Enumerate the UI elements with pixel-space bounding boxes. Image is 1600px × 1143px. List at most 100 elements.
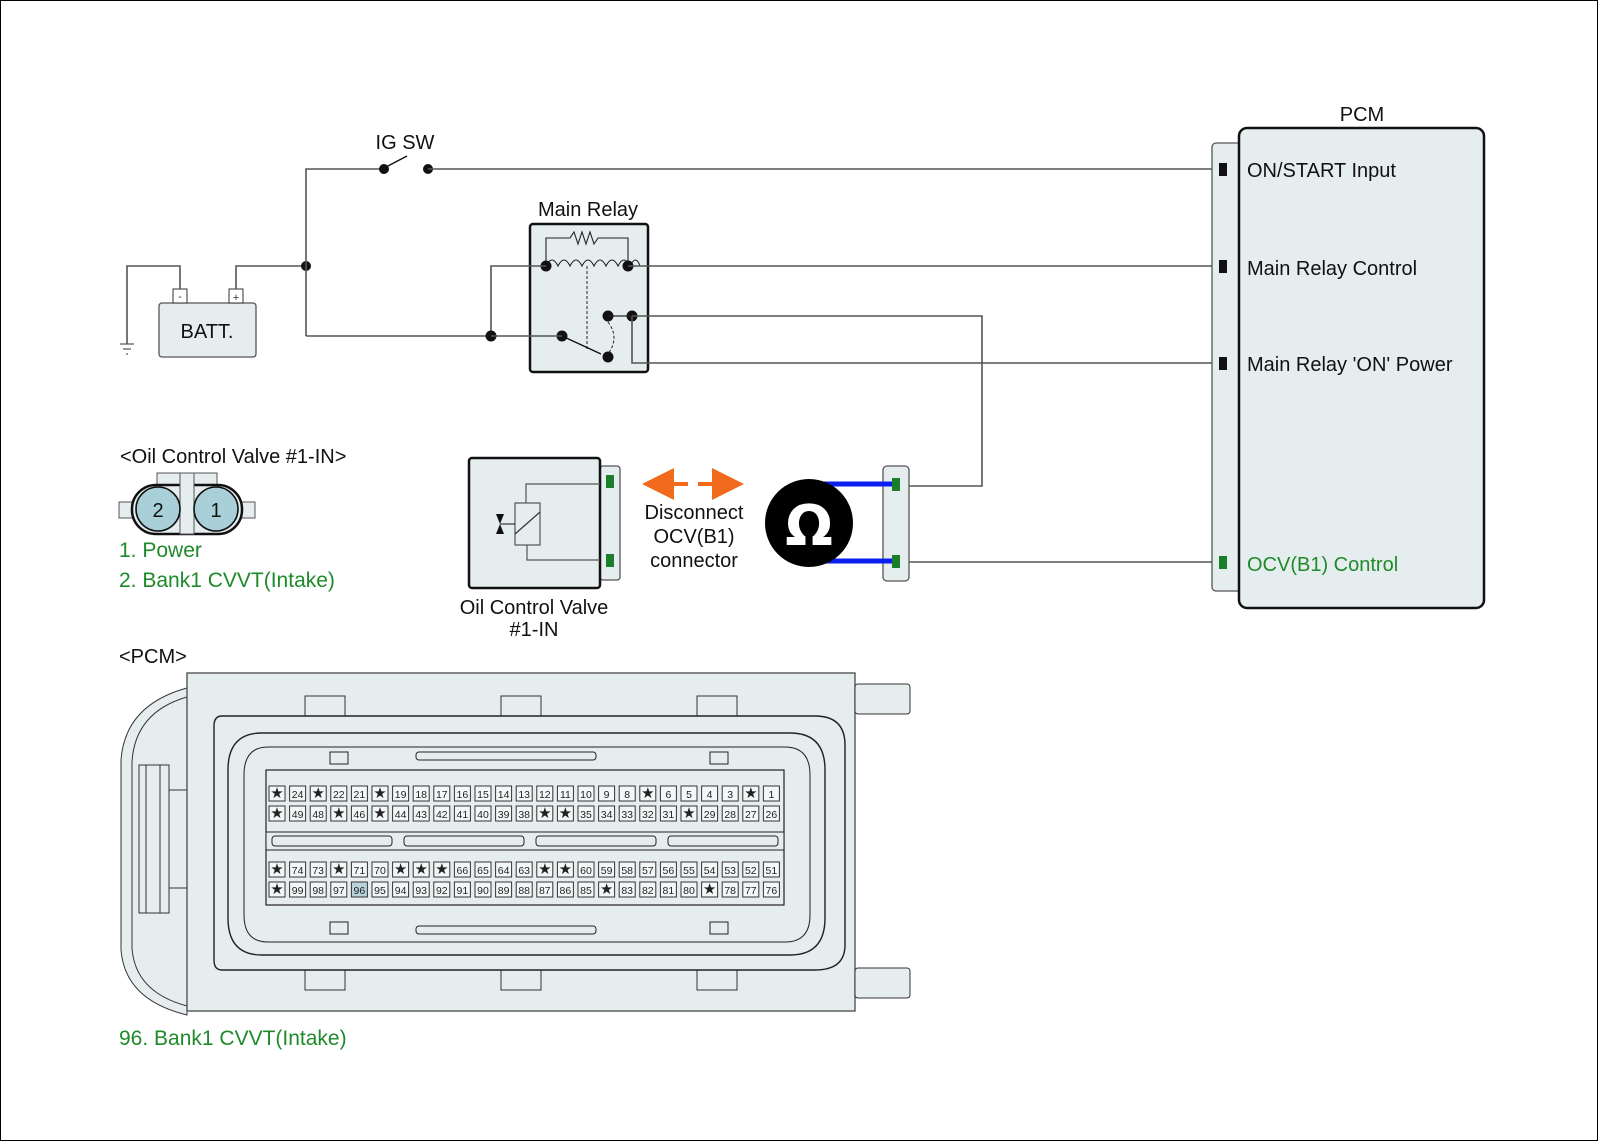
pcm-pin-number: 57 bbox=[642, 865, 654, 877]
pcm-pin-48 bbox=[309, 805, 327, 822]
pcm-pin-unused bbox=[268, 805, 286, 822]
unused-pin-star-icon: ★ bbox=[538, 861, 551, 878]
pcm-pin-35 bbox=[577, 805, 595, 822]
pcm-pin-unused bbox=[309, 785, 327, 802]
pcm-pin-number: 87 bbox=[539, 885, 551, 897]
pcm-pin-number: 39 bbox=[498, 809, 510, 821]
pcm-pin-number: 99 bbox=[292, 885, 304, 897]
pcm-pin-44 bbox=[392, 805, 410, 822]
pcm-pin-51 bbox=[762, 861, 780, 878]
ignition-switch: IG SW bbox=[376, 132, 435, 174]
pcm-pin-58 bbox=[618, 861, 636, 878]
pcm-pin-16 bbox=[453, 785, 471, 802]
pcm-pin-number: 58 bbox=[621, 865, 633, 877]
pcm-pin-18 bbox=[412, 785, 430, 802]
ocv-pin-2: 2 bbox=[152, 500, 163, 522]
ocv-connector-title: <Oil Control Valve #1-IN> bbox=[120, 446, 346, 468]
ocv-power-wire bbox=[632, 315, 983, 487]
pcm-pin-number: 29 bbox=[704, 809, 716, 821]
pcm-pin-number: 51 bbox=[766, 865, 778, 877]
pcm-pin-1 bbox=[762, 785, 780, 802]
pcm-pin-81 bbox=[659, 881, 677, 898]
pcm-pin-71 bbox=[350, 861, 368, 878]
battery-positive-wire bbox=[235, 265, 306, 289]
unused-pin-star-icon: ★ bbox=[270, 861, 283, 878]
pcm-pin-unused bbox=[742, 785, 760, 802]
pcm-pin-92 bbox=[433, 881, 451, 898]
pcm-pin-unused bbox=[330, 805, 348, 822]
pcm-pin-6 bbox=[659, 785, 677, 802]
pcm-pin-unused bbox=[536, 805, 554, 822]
pcm-pin-unused bbox=[268, 785, 286, 802]
ohm-symbol: Ω bbox=[785, 494, 833, 559]
unused-pin-star-icon: ★ bbox=[744, 785, 757, 802]
pcm-pin-number: 86 bbox=[560, 885, 572, 897]
oil-control-valve: Oil Control Valve #1-IN bbox=[460, 456, 621, 641]
disconnect-instruction: Disconnect OCV(B1) connector bbox=[642, 468, 744, 572]
pcm-pin-number: 73 bbox=[312, 865, 324, 877]
unused-pin-star-icon: ★ bbox=[703, 881, 716, 898]
pcm-pin-number: 40 bbox=[477, 809, 489, 821]
pcm-pin-9 bbox=[598, 785, 616, 802]
battery-label: BATT. bbox=[181, 321, 234, 343]
pcm-pin-number: 91 bbox=[457, 885, 469, 897]
pcm-pin-number: 92 bbox=[436, 885, 448, 897]
pcm-pin-80 bbox=[680, 881, 698, 898]
pcm-pin-number: 81 bbox=[663, 885, 675, 897]
pcm-pin-64 bbox=[495, 861, 513, 878]
pcm-pin-32 bbox=[639, 805, 657, 822]
pcm-pin-number: 96 bbox=[354, 885, 366, 897]
pcm-pin-14 bbox=[495, 785, 513, 802]
pcm-pin-93 bbox=[412, 881, 430, 898]
ig-feed-wire bbox=[305, 168, 384, 336]
pcm-module: PCM ON/START Input Main Relay Control Ma… bbox=[1211, 104, 1486, 610]
pcm-pin-4 bbox=[701, 785, 719, 802]
pcm-pin-number: 83 bbox=[621, 885, 633, 897]
pcm-pin-number: 74 bbox=[292, 865, 304, 877]
pcm-pin-28 bbox=[721, 805, 739, 822]
pcm-pin-15 bbox=[474, 785, 492, 802]
pcm-pin-label: Main Relay 'ON' Power bbox=[1247, 354, 1453, 376]
pcm-pin bbox=[1219, 556, 1227, 569]
pcm-pin-number: 9 bbox=[604, 789, 610, 801]
pcm-pin-number: 53 bbox=[724, 865, 736, 877]
main-relay-label: Main Relay bbox=[538, 199, 638, 221]
unused-pin-star-icon: ★ bbox=[270, 881, 283, 898]
pcm-pin-94 bbox=[392, 881, 410, 898]
pcm-pin-89 bbox=[495, 881, 513, 898]
pcm-pin-number: 11 bbox=[560, 789, 571, 801]
pcm-pin-number: 5 bbox=[686, 789, 692, 801]
unused-pin-star-icon: ★ bbox=[682, 805, 695, 822]
pcm-pin-number: 22 bbox=[333, 789, 345, 801]
pcm-pin-number: 49 bbox=[292, 809, 304, 821]
pcm-pin-83 bbox=[618, 881, 636, 898]
pcm-pin-22 bbox=[330, 785, 348, 802]
pcm-pin-number: 80 bbox=[683, 885, 695, 897]
pcm-pin-label: ON/START Input bbox=[1247, 160, 1396, 182]
pcm-pin-78 bbox=[721, 881, 739, 898]
pcm-pin-42 bbox=[433, 805, 451, 822]
battery-negative-terminal: - bbox=[178, 291, 182, 303]
pcm-pin-number: 33 bbox=[621, 809, 633, 821]
pcm-pin-label: Main Relay Control bbox=[1247, 258, 1417, 280]
pcm-pin-unused bbox=[639, 785, 657, 802]
pcm-pin-unused bbox=[536, 861, 554, 878]
pcm-pin-number: 3 bbox=[727, 789, 733, 801]
pcm-pin-31 bbox=[659, 805, 677, 822]
relay-on-power-wire bbox=[631, 316, 1222, 364]
pcm-pin-unused bbox=[598, 881, 616, 898]
pcm-pin-number: 27 bbox=[745, 809, 757, 821]
pcm-pin-number: 41 bbox=[457, 809, 469, 821]
pcm-pin-number: 44 bbox=[395, 809, 407, 821]
pcm-pin-86 bbox=[556, 881, 574, 898]
pcm-pin-unused bbox=[371, 805, 389, 822]
unused-pin-star-icon: ★ bbox=[332, 805, 345, 822]
pcm-pin-39 bbox=[495, 805, 513, 822]
unused-pin-star-icon: ★ bbox=[559, 861, 572, 878]
pcm-pin-63 bbox=[515, 861, 533, 878]
pcm-pin-number: 16 bbox=[457, 789, 469, 801]
pcm-pin-number: 65 bbox=[477, 865, 489, 877]
pcm-pin bbox=[1219, 163, 1227, 176]
pcm-pin-unused bbox=[556, 805, 574, 822]
